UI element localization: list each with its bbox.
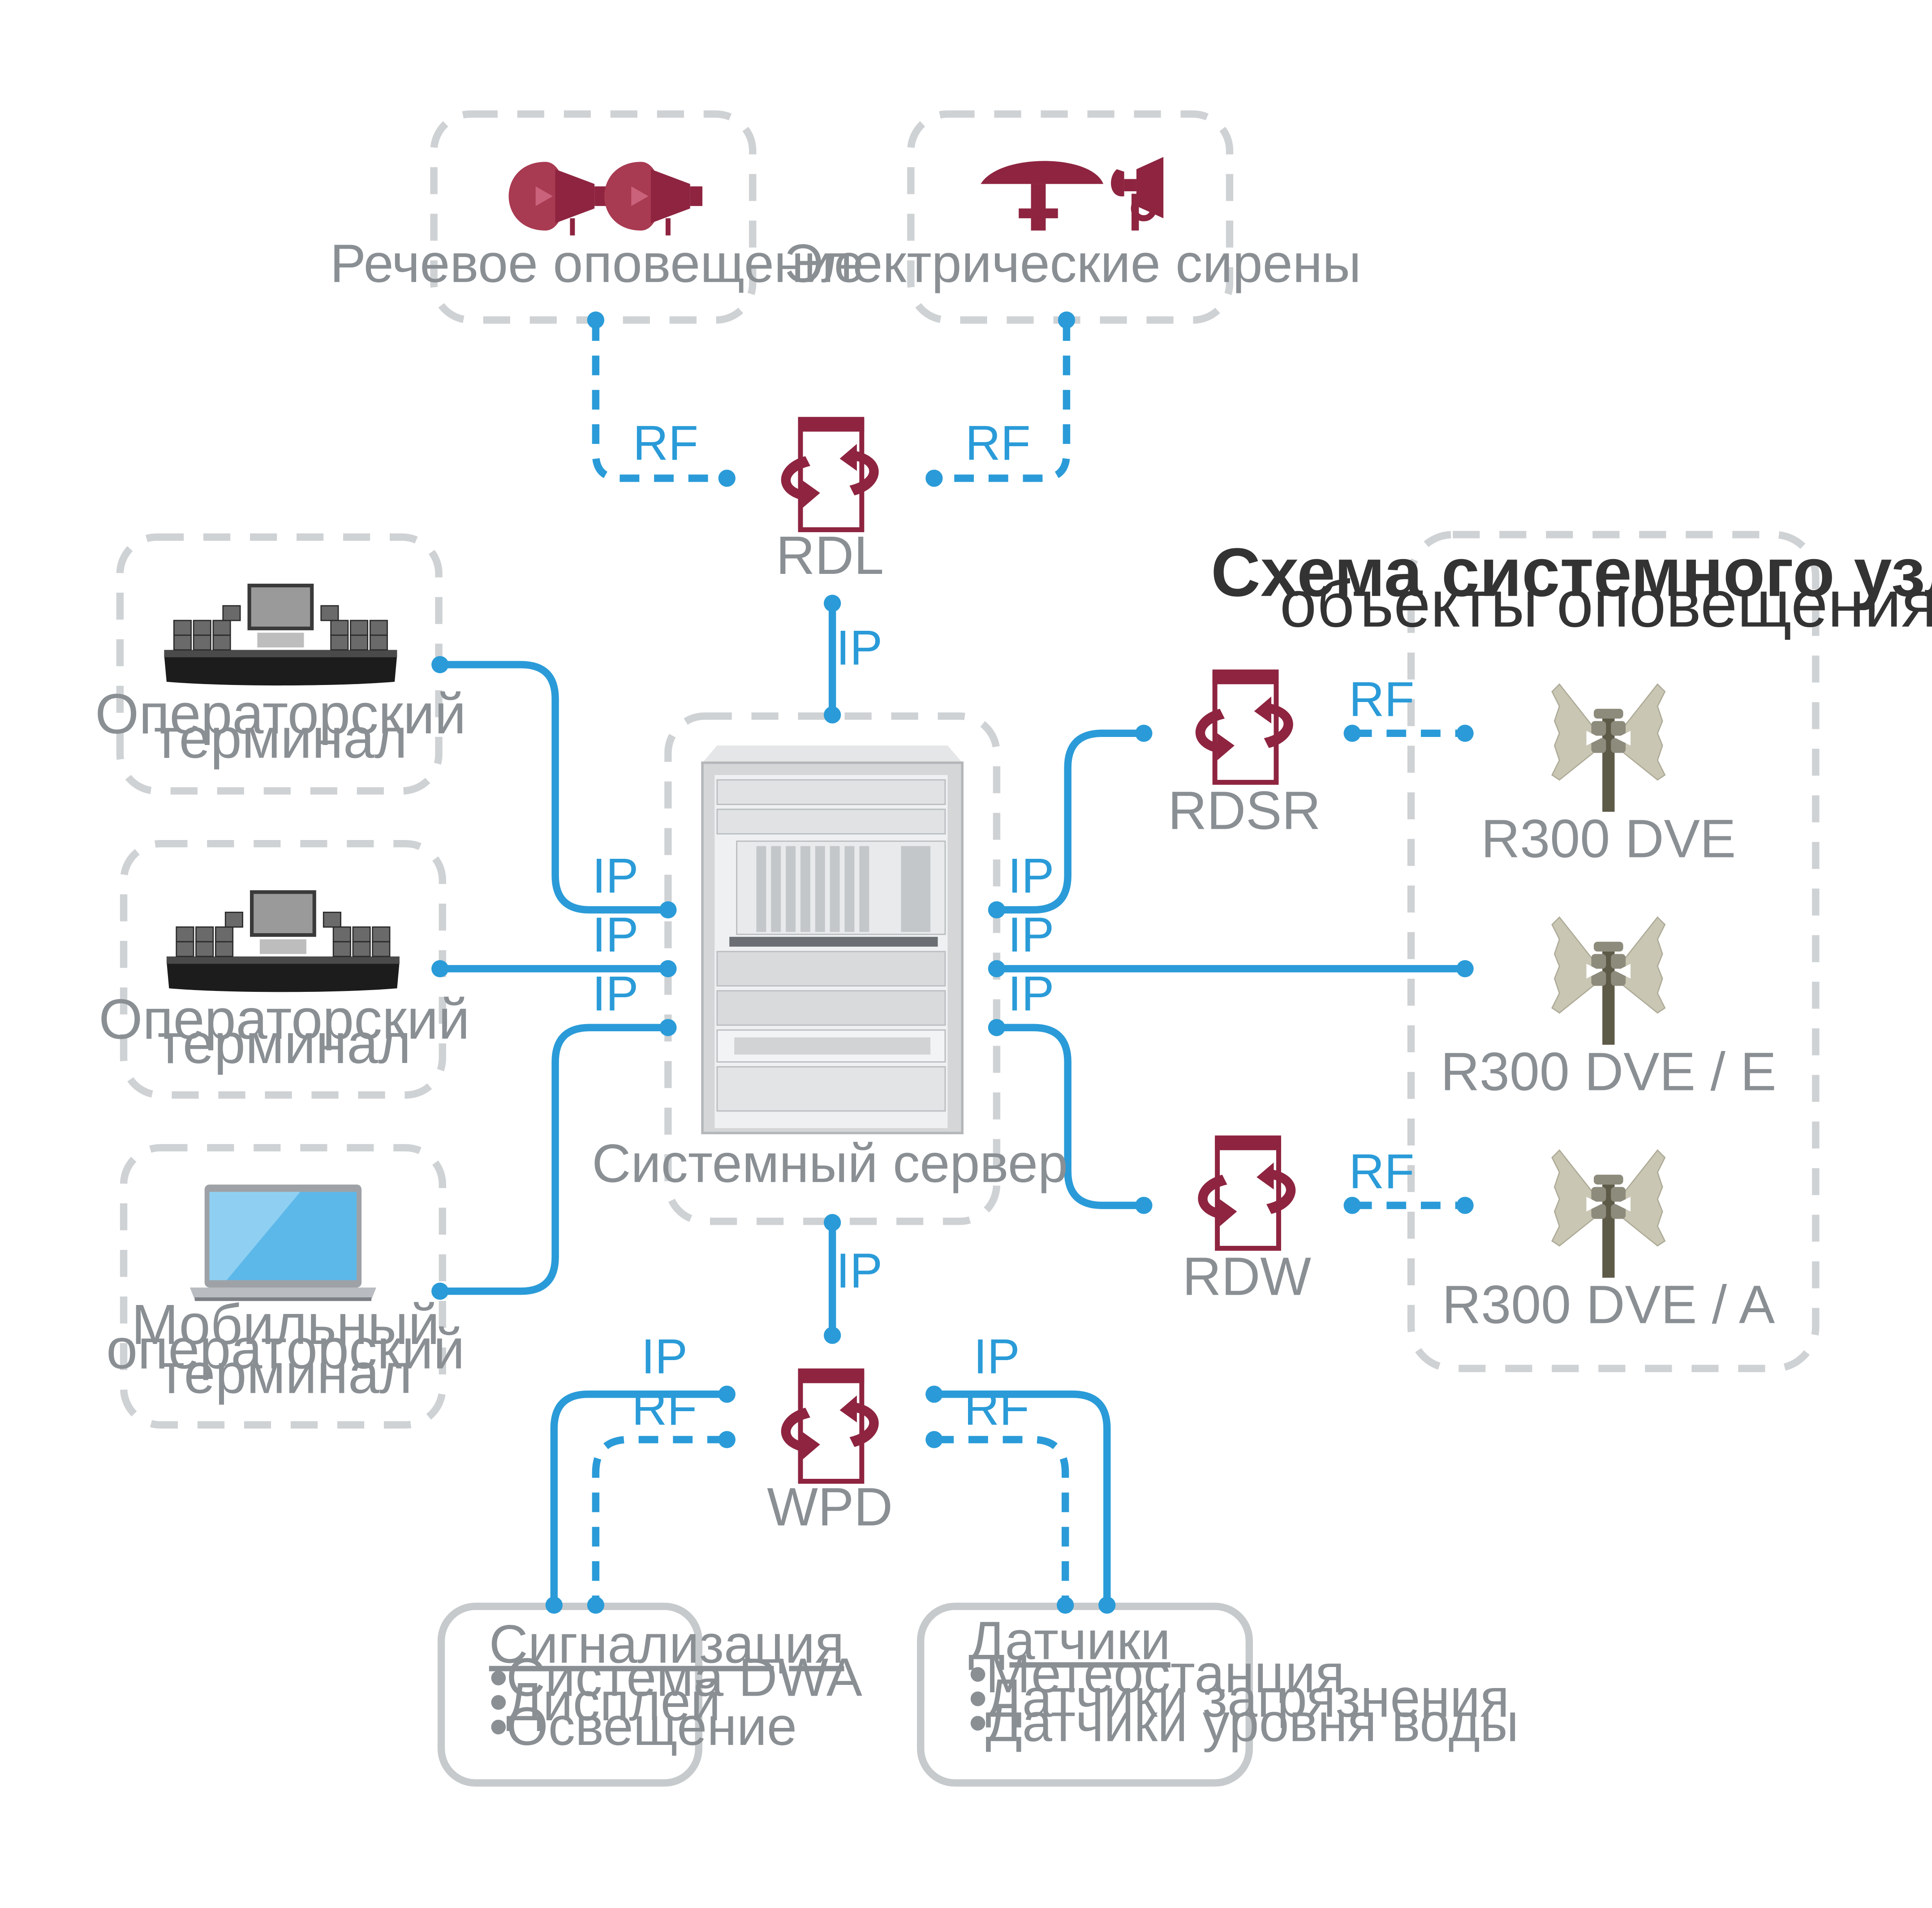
rdsr-label: RDSR — [1168, 780, 1321, 840]
mobile-label-line2: операторский — [106, 1318, 465, 1381]
r300dve-a-label: R300 DVE / A — [1442, 1274, 1775, 1335]
r300dve-e-label: R300 DVE / E — [1441, 1041, 1777, 1102]
signal-item: Система DWA — [506, 1647, 863, 1707]
ip-label: IP — [592, 849, 638, 904]
operator-console-icon — [166, 889, 400, 993]
ip-label: IP — [973, 1330, 1020, 1384]
rf-label: RF — [1349, 672, 1414, 727]
r300dve-label: R300 DVE — [1481, 808, 1736, 869]
panel-subtitle: объекты оповещения — [1280, 567, 1932, 641]
sensors-box — [917, 1602, 1253, 1787]
server-rack-icon — [701, 745, 964, 1134]
signal-item: Дисплей — [506, 1671, 721, 1732]
speech-horn-icon — [508, 162, 703, 236]
signal-bullet: • — [489, 1696, 508, 1757]
ip-label: IP — [836, 621, 882, 676]
ip-label: IP — [592, 908, 638, 962]
sensors-title: Датчики — [968, 1610, 1170, 1671]
signal-item: Освещение — [506, 1696, 797, 1757]
rf-label: RF — [633, 416, 698, 470]
siren-icon — [981, 157, 1164, 231]
ip-label: IP — [592, 966, 638, 1021]
laptop-icon — [189, 1184, 376, 1301]
sensors-item: Датчики загрязнения — [985, 1668, 1509, 1728]
rf-link-sirens-rdl — [934, 321, 1071, 482]
loudspeaker-pole-icon — [1551, 683, 1666, 813]
speech-alert-label: Речевое оповещение — [330, 233, 864, 294]
sensors-bullet: • — [968, 1643, 987, 1704]
ip-link-wpd-signal — [550, 1390, 727, 1605]
wpd-label: WPD — [767, 1477, 893, 1537]
mobile-label-line3: терминал — [159, 1342, 412, 1405]
signal-title: Сигнализация — [489, 1614, 844, 1675]
rf-link-speech-rdl — [592, 321, 727, 482]
rdw-device-icon — [1198, 1136, 1295, 1249]
connection-dots — [431, 311, 1474, 1614]
electric-sirens-label: Электрические сирены — [784, 233, 1361, 294]
op2-label-line2: терминал — [158, 1012, 411, 1075]
ip-link-server-rdw — [996, 1024, 1144, 1209]
rdl-device-icon — [781, 417, 879, 530]
ip-label: IP — [1008, 966, 1054, 1021]
ip-label: IP — [1008, 849, 1054, 904]
server-label: Системный сервер — [592, 1133, 1068, 1194]
op1-label-line1: Операторский — [95, 682, 466, 745]
panel-title: Схема системного узла — [1211, 534, 1932, 611]
system-node-panel — [1407, 531, 1820, 1372]
signaling-box — [437, 1602, 703, 1787]
sensors-item: Датчики уровня воды — [985, 1693, 1519, 1753]
ip-link-op1-server — [440, 661, 668, 914]
mobile-label-line1: Мобильный — [131, 1293, 439, 1356]
sensors-item: Метеостанция — [985, 1643, 1344, 1704]
sensors-bullet: • — [968, 1668, 987, 1728]
operator-console-icon — [164, 583, 398, 686]
rdsr-device-icon — [1196, 669, 1293, 782]
ip-label: IP — [641, 1330, 687, 1384]
rf-label: RF — [1349, 1144, 1414, 1199]
signal-bullet: • — [489, 1647, 508, 1707]
rf-label: RF — [965, 416, 1031, 470]
sensors-bullet: • — [968, 1693, 987, 1753]
op1-label-line2: терминал — [154, 707, 407, 770]
rf-link-wpd-sensors — [934, 1436, 1069, 1605]
loudspeaker-pole-icon — [1551, 1150, 1666, 1279]
ip-label: IP — [1008, 908, 1054, 962]
ip-label: IP — [836, 1244, 882, 1298]
signal-bullet: • — [489, 1671, 508, 1732]
wpd-device-icon — [781, 1369, 879, 1482]
op2-label-line1: Операторский — [99, 987, 469, 1051]
ip-link-wpd-sensors — [934, 1390, 1111, 1605]
rdl-label: RDL — [776, 525, 884, 586]
rf-link-wpd-signal — [592, 1436, 727, 1605]
rdw-label: RDW — [1183, 1246, 1312, 1306]
ip-link-mobile-server — [440, 1024, 668, 1295]
rf-label: RF — [632, 1381, 697, 1436]
loudspeaker-pole-icon — [1551, 917, 1666, 1046]
rf-label: RF — [964, 1381, 1029, 1436]
ip-link-server-rdsr — [996, 729, 1144, 914]
